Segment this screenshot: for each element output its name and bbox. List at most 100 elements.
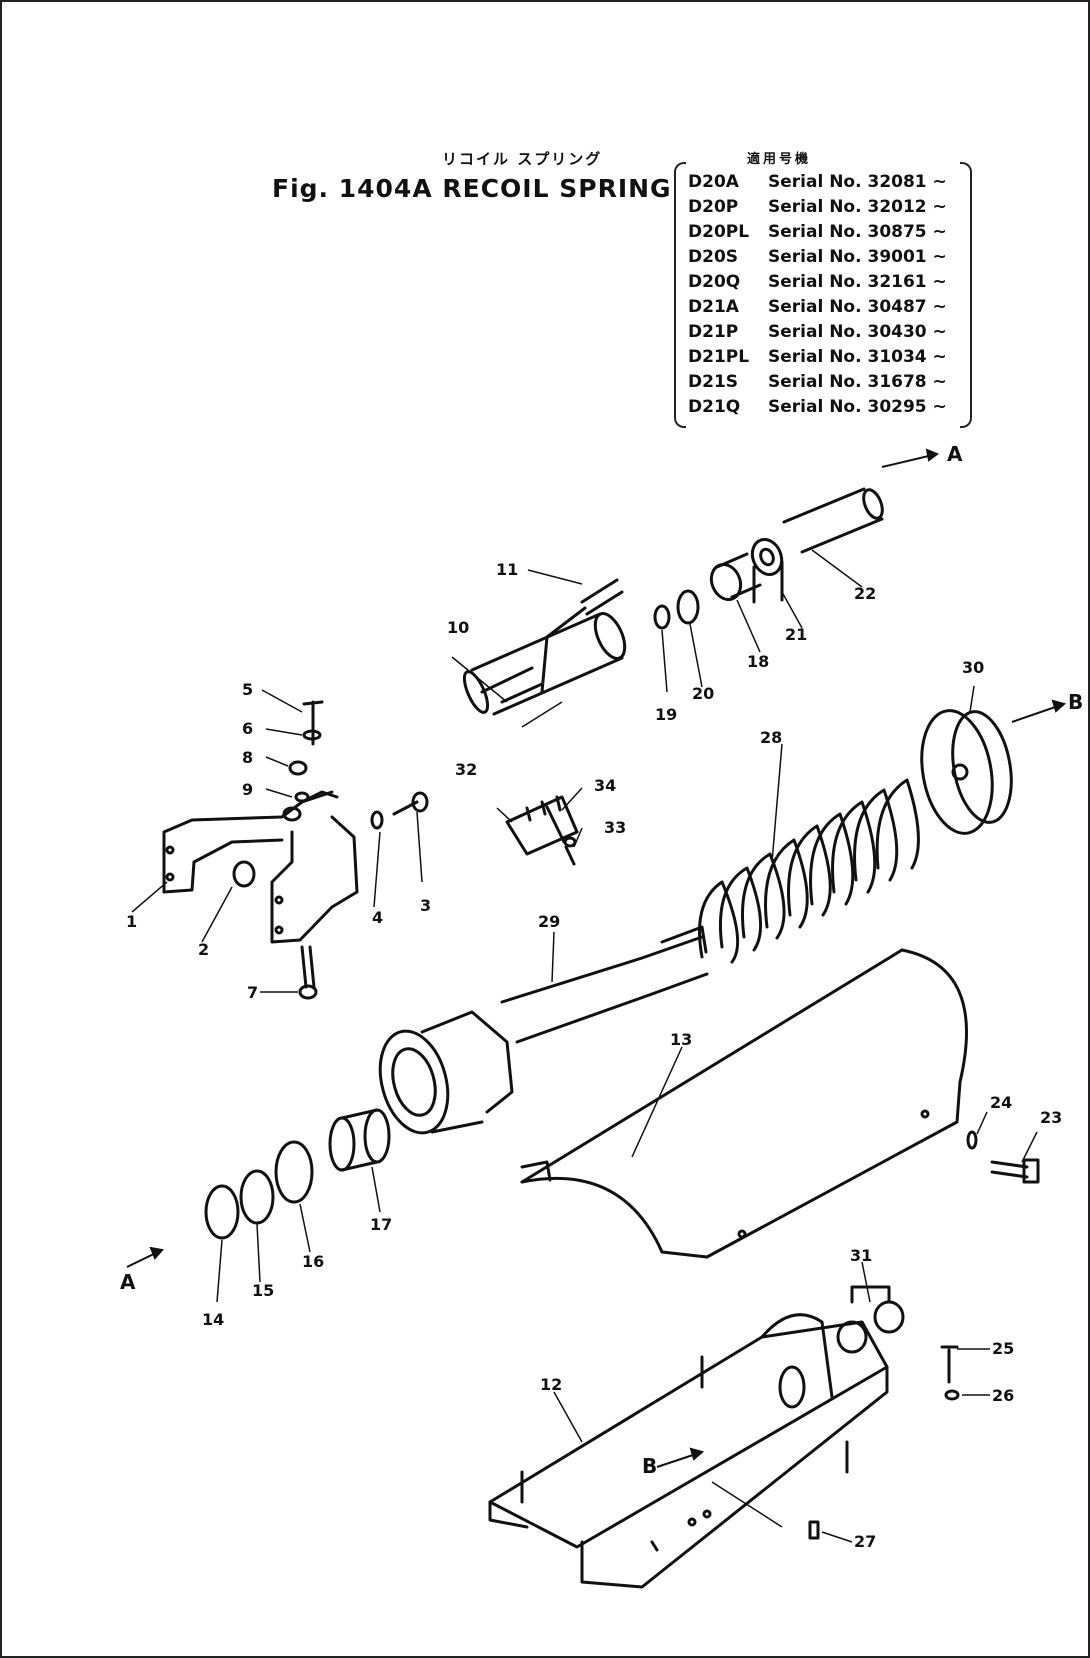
model: D21PL	[688, 347, 750, 367]
part-23-bolt	[990, 1158, 1040, 1184]
serial: Serial No. 32161 ~	[768, 272, 947, 292]
part-3-bolt	[392, 791, 429, 816]
part-8-nut	[288, 760, 308, 776]
applicability-header: 適用号機	[747, 152, 812, 167]
part-24-washer	[966, 1130, 978, 1150]
callout-31: 31	[850, 1246, 873, 1265]
part-13-cover	[520, 948, 968, 1259]
callout-18: 18	[747, 652, 770, 671]
part-34-pin	[545, 805, 566, 844]
part-17-bushing	[328, 1108, 391, 1172]
part-26-lockwasher	[944, 1389, 960, 1401]
model: D20Q	[688, 272, 741, 292]
part-21-nuts	[750, 538, 784, 604]
leader-lines	[131, 549, 1038, 1543]
callout-29: 29	[538, 912, 561, 931]
callout-34: 34	[594, 776, 617, 795]
callout-23: 23	[1040, 1108, 1063, 1127]
callout-9: 9	[242, 780, 254, 799]
callout-28: 28	[760, 728, 783, 747]
serial: Serial No. 31034 ~	[768, 347, 947, 367]
part-15-ring	[239, 1169, 275, 1225]
applicability-row: D21Q Serial No. 30295 ~	[688, 395, 947, 420]
part-20-seal	[676, 589, 700, 625]
model: D21P	[688, 322, 739, 342]
part-27-clip	[808, 1520, 820, 1540]
callout-32: 32	[455, 760, 478, 779]
serial: Serial No. 32081 ~	[768, 172, 947, 192]
part-9-washer	[294, 791, 310, 803]
part-29-adjuster	[378, 925, 709, 1135]
arrow-b-right-head	[1051, 699, 1067, 713]
callout-22: 22	[854, 584, 877, 603]
callout-19: 19	[655, 705, 678, 724]
serial: Serial No. 30487 ~	[768, 297, 947, 317]
model: D21S	[688, 372, 739, 392]
model: D20P	[688, 197, 739, 217]
model: D20A	[688, 172, 739, 192]
section-label-b-right: B	[1068, 690, 1084, 714]
callout-4: 4	[372, 908, 384, 927]
applicability-row: D20PL Serial No. 30875 ~	[688, 220, 947, 245]
part-4-washer	[370, 810, 384, 830]
applicability-row: D20Q Serial No. 32161 ~	[688, 270, 947, 295]
applicability-row: D20A Serial No. 32081 ~	[688, 170, 947, 195]
serial: Serial No. 39001 ~	[768, 247, 947, 267]
callout-16: 16	[302, 1252, 325, 1271]
japanese-title: リコイル スプリング	[442, 150, 603, 168]
serial: Serial No. 30295 ~	[768, 397, 947, 417]
serial: Serial No. 31678 ~	[768, 372, 947, 392]
part-2-pin	[232, 860, 256, 888]
callout-21: 21	[785, 625, 808, 644]
applicability-row: D21P Serial No. 30430 ~	[688, 320, 947, 345]
model: D20PL	[688, 222, 750, 242]
callout-15: 15	[252, 1281, 275, 1300]
part-30-disc	[920, 709, 1013, 835]
callout-27: 27	[854, 1532, 877, 1551]
part-14-ring	[204, 1184, 240, 1240]
callout-3: 3	[420, 896, 432, 915]
callout-1: 1	[126, 912, 138, 931]
callout-14: 14	[202, 1310, 225, 1329]
part-31-nuts	[836, 1285, 905, 1354]
serial: Serial No. 32012 ~	[768, 197, 947, 217]
callout-7: 7	[247, 983, 259, 1002]
part-12-guard	[488, 1313, 889, 1589]
arrow-a-bottom-head	[149, 1246, 164, 1260]
callout-24: 24	[990, 1093, 1013, 1112]
callout-5: 5	[242, 680, 254, 699]
callout-17: 17	[370, 1215, 393, 1234]
part-22-rod	[782, 487, 884, 554]
callout-26: 26	[992, 1386, 1015, 1405]
model: D21A	[688, 297, 739, 317]
arrow-b-guard-head	[689, 1447, 705, 1461]
part-19-ring	[653, 604, 671, 630]
callout-13: 13	[670, 1030, 693, 1049]
model: D21Q	[688, 397, 741, 417]
callout-33: 33	[604, 818, 627, 837]
figure-title: Fig. 1404A RECOIL SPRING	[272, 174, 672, 203]
part-6-washer	[302, 729, 322, 741]
applicability-row: D21PL Serial No. 31034 ~	[688, 345, 947, 370]
part-7-bolt	[298, 945, 318, 1000]
part-1-bracket	[162, 790, 359, 944]
serial: Serial No. 30875 ~	[768, 222, 947, 242]
section-label-a-top: A	[947, 442, 963, 466]
part-18-fitting	[709, 552, 762, 601]
applicability-row: D20S Serial No. 39001 ~	[688, 245, 947, 270]
applicability-row: D20P Serial No. 32012 ~	[688, 195, 947, 220]
callout-10: 10	[447, 618, 470, 637]
model: D20S	[688, 247, 739, 267]
callout-25: 25	[992, 1339, 1015, 1358]
callout-6: 6	[242, 719, 254, 738]
arrow-a-top-head	[925, 448, 940, 462]
section-label-b-guard: B	[642, 1454, 658, 1478]
section-arrows	[126, 448, 1067, 1468]
callout-20: 20	[692, 684, 715, 703]
serial: Serial No. 30430 ~	[768, 322, 947, 342]
callout-30: 30	[962, 658, 985, 677]
part-28-spring	[698, 778, 920, 964]
callout-12: 12	[540, 1375, 563, 1394]
